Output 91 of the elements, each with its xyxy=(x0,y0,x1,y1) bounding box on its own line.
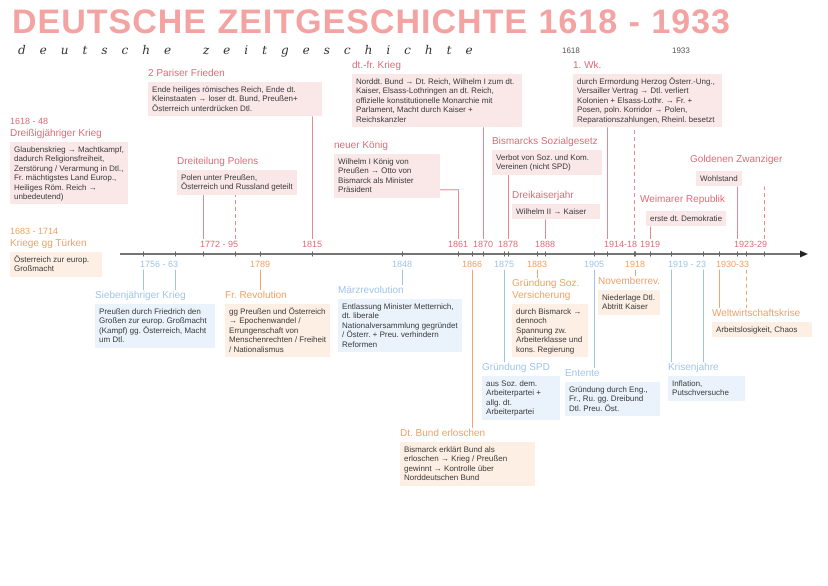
leader-line xyxy=(508,174,509,240)
subtitle-script: deutsche zeitgeschichte xyxy=(18,43,487,57)
year-label: 1919 xyxy=(640,239,660,250)
subtitle-year: 1618 xyxy=(562,46,580,55)
event-card: erste dt. Demokratie xyxy=(646,211,726,226)
event-card: Gründung durch Eng., Fr., Ru. gg. Dreibund Dtl. Preu. Öst. xyxy=(565,382,660,416)
leader-line xyxy=(472,269,473,428)
event-card: Bismarck erklärt Bund als erloschen → Krieg / Preußen gewinnt → Kontrolle über Norddeutschen Bund xyxy=(400,442,535,486)
leader-line xyxy=(483,126,484,240)
event-heading: Novemberrev. xyxy=(598,276,660,288)
event-card: Glaubenskrieg → Machtkampf, dadurch Religionsfreiheit, Zerstörung / Verarmung in Dtl., Fr. mächtigstes Land Europ., Heiliges Röm. Reich → unbedeutend) xyxy=(10,142,128,204)
event-card: durch Ermordung Herzog Österr.-Ung., Versailler Vertrag → Dtl. verliert Kolonien + Elsass-Lothr. → Fr. + Posen, poln. Korridor → Polen, Reparationszahlungen, Rheinl. besetzt xyxy=(573,74,722,128)
year-label: 1848 xyxy=(392,259,412,270)
event-heading: Weimarer Republik xyxy=(640,194,726,206)
leader-line xyxy=(545,218,546,240)
year-label: 1923-29 xyxy=(734,239,768,250)
event-heading: Gründung SPD xyxy=(482,362,551,374)
leader-line xyxy=(402,269,403,286)
event-heading: 1. Wk. xyxy=(573,60,602,72)
event-heading: Dreikaiserjahr xyxy=(512,190,575,202)
event-card: Polen unter Preußen, Österreich und Russland geteilt xyxy=(177,170,297,195)
event-heading: 2 Pariser Frieden xyxy=(148,68,226,80)
event-heading: Krisenjahre xyxy=(668,362,720,374)
year-label: 1883 xyxy=(527,259,548,270)
event-heading: Weltwirtschaftskrise xyxy=(712,308,802,320)
leader-line xyxy=(594,269,595,368)
year-label: 1905 xyxy=(584,259,604,270)
event-heading: Dreiteilung Polens xyxy=(177,156,260,168)
leader-line xyxy=(235,194,236,240)
event-card: durch Bismarck → dennoch Spannung zw. Arbeiterklasse und kons. Regierung xyxy=(512,304,588,358)
year-label: 1756 - 63 xyxy=(140,259,178,270)
event-card: Entlassung Minister Metternich, dt. liberale Nationalversammlung gegründet / Österr. + Preu. verhindern Reformen xyxy=(338,299,462,352)
leader-line xyxy=(260,269,261,290)
leader-line xyxy=(650,226,651,240)
event-card: Wilhelm I König von Preußen → Otto von Bismarck als Minister Präsident xyxy=(334,154,440,198)
event-card: Arbeitslosigkeit, Chaos xyxy=(712,322,812,338)
leader-line xyxy=(703,269,704,362)
event-heading: Dt. Bund erloschen xyxy=(400,428,486,440)
event-card: Preußen durch Friedrich den Großen zur europ. Großmacht (Kampf) gg. Österreich, Macht um Dtl. xyxy=(95,304,215,348)
event-heading: neuer König xyxy=(334,140,389,152)
event-heading: Dreißigjähriger Krieg xyxy=(10,128,103,140)
event-card: Norddt. Bund → Dt. Reich, Wilhelm I zum dt. Kaiser, Elsass-Lothringen an dt. Reich, offizielle konstitutionelle Monarchie mit Parlament, Macht durch Kaiser + Reichskanzler xyxy=(352,74,522,128)
leader-line xyxy=(764,186,765,240)
leader-line xyxy=(504,269,505,362)
year-label: 1919 - 23 xyxy=(668,259,706,270)
leader-line xyxy=(737,186,738,240)
subtitle-year: 1933 xyxy=(672,46,690,55)
year-label: 1875 xyxy=(494,259,514,270)
leader-line xyxy=(143,269,144,290)
leader-line xyxy=(440,189,459,240)
year-label: 1789 xyxy=(250,259,270,270)
event-date: 1618 - 48 xyxy=(10,116,50,127)
event-heading: Fr. Revolution xyxy=(225,290,288,302)
leader-line xyxy=(746,269,747,308)
leader-line xyxy=(635,269,636,276)
event-card: Wohlstand xyxy=(696,171,742,186)
leader-line xyxy=(203,194,204,240)
year-label: 1888 xyxy=(535,239,556,250)
event-heading: Goldenen Zwanziger xyxy=(690,154,784,166)
event-card: Österreich zur europ. Großmacht xyxy=(10,252,102,277)
event-heading: Entente xyxy=(565,368,600,380)
year-label: 1772 - 95 xyxy=(200,239,238,250)
event-card: Wilhelm II → Kaiser xyxy=(512,204,600,220)
event-card: gg Preußen und Österreich → Epochenwandel / Errungenschaft von Menschenrechten / Freiheit / Nationalismus xyxy=(225,304,330,358)
event-heading: Kriege gg Türken xyxy=(10,238,88,250)
year-label: 1878 xyxy=(498,239,518,250)
event-card: Niederlage Dtl. Abtritt Kaiser xyxy=(598,290,660,315)
leader-line xyxy=(175,269,176,290)
event-heading: dt.-fr. Krieg xyxy=(352,60,402,72)
year-label: 1918 xyxy=(625,259,646,270)
year-label: 1930-33 xyxy=(716,259,750,270)
leader-line xyxy=(671,269,672,362)
leader-line xyxy=(607,126,608,240)
event-card: Inflation, Putschversuche xyxy=(668,376,745,401)
year-label: 1866 xyxy=(462,259,482,270)
event-card: Verbot von Soz. und Kom. Vereinen (nicht SPD) xyxy=(492,150,602,175)
event-card: Ende heiliges römisches Reich, Ende dt. Kleinstaaten → loser dt. Bund, Preußen+ Österreich unterdrücken Dtl. xyxy=(148,82,322,116)
leader-line xyxy=(719,269,720,308)
event-date: 1683 - 1714 xyxy=(10,226,60,237)
event-heading: Bismarcks Sozialgesetz xyxy=(492,136,599,148)
event-heading: Gründung Soz. Versicherung xyxy=(512,278,580,302)
event-heading: Märzrevolution xyxy=(338,285,405,297)
event-card: aus Soz. dem. Arbeiterpartei + allg. dt. Arbeiterpartei xyxy=(482,376,560,420)
leader-line xyxy=(312,116,313,240)
year-label: 1914-18 xyxy=(604,239,638,250)
page-title: DEUTSCHE ZEITGESCHICHTE 1618 - 1933 xyxy=(12,4,731,42)
year-label: 1870 xyxy=(473,239,494,250)
event-heading: Siebenjähriger Krieg xyxy=(95,290,187,302)
year-label: 1815 xyxy=(302,239,322,250)
leader-line xyxy=(537,269,538,278)
year-label: 1861 xyxy=(448,239,468,250)
